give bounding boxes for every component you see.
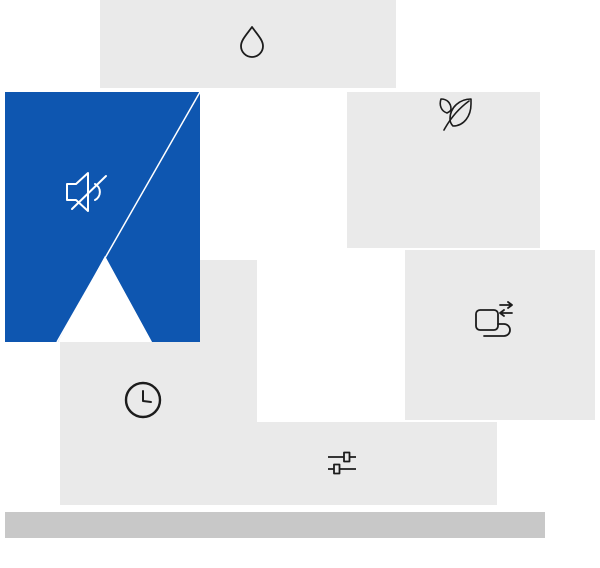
plug-sync-icon [475,301,513,337]
ribbon-fold-line [56,92,200,342]
tile-leaf[interactable] [347,92,540,248]
bottom-bar [5,512,545,538]
tile-plug-sync[interactable] [405,250,595,420]
tile-water-drop[interactable] [100,0,396,88]
ribbon-notch [58,256,152,342]
clock-icon [124,381,162,419]
sliders-icon [328,451,356,475]
tile-sliders[interactable] [200,422,497,505]
water-drop-icon [240,26,264,58]
leaf-icon [439,98,472,131]
ribbon-shape [5,92,200,342]
speaker-mute-icon [66,172,107,212]
tile-speaker-mute[interactable] [5,92,200,342]
